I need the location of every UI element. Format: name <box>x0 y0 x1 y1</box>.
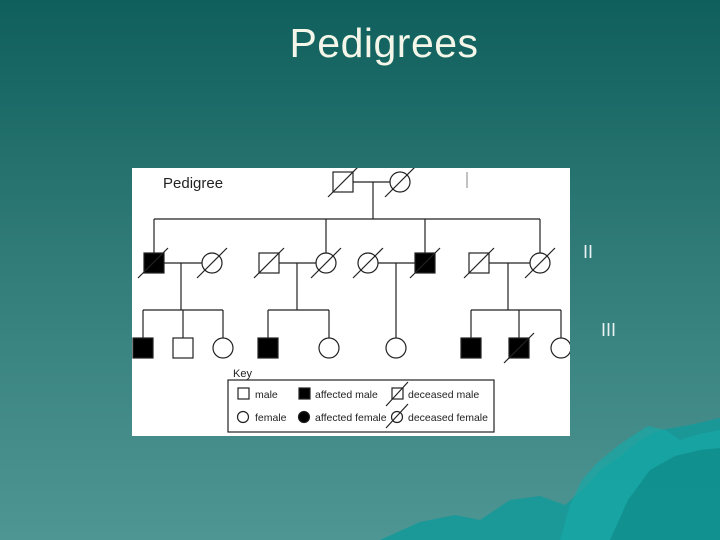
pedigree-chart: Pedigree Key male affected male deceased… <box>132 168 570 436</box>
key-female-icon <box>238 412 249 423</box>
slide-title: Pedigrees <box>0 20 720 67</box>
gen2-affected-male-1 <box>138 248 168 278</box>
gen2-deceased-female-1 <box>197 248 227 278</box>
key-label-deceased-male: deceased male <box>408 389 479 401</box>
key-label-male: male <box>255 389 278 401</box>
gen3-female-9 <box>551 338 570 358</box>
gen3-affected-male-1 <box>133 338 153 358</box>
pedigree-title: Pedigree <box>163 175 223 192</box>
key-label-female: female <box>255 412 287 424</box>
key-label-affected-female: affected female <box>315 412 387 424</box>
gen1-deceased-female <box>385 168 415 197</box>
generation-label-iii: III <box>601 320 616 341</box>
gen2-deceased-female-2 <box>311 248 341 278</box>
key-affected-female-icon <box>299 412 310 423</box>
pedigree-figure: Pedigree Key male affected male deceased… <box>132 168 570 436</box>
key-label-affected-male: affected male <box>315 389 378 401</box>
key-title: Key <box>233 368 252 380</box>
generation-label-ii: II <box>583 242 593 263</box>
key-male-icon <box>238 388 249 399</box>
gen3-female-3 <box>213 338 233 358</box>
gen2-deceased-female-4 <box>525 248 555 278</box>
gen3-affected-male-7 <box>461 338 481 358</box>
gen2-affected-male-3 <box>410 248 440 278</box>
key-box <box>228 380 494 432</box>
gen3-deceased-affected-male-8 <box>504 333 534 363</box>
gen3-male-2 <box>173 338 193 358</box>
gen3-female-5 <box>319 338 339 358</box>
key-affected-male-icon <box>299 388 310 399</box>
key-label-deceased-female: deceased female <box>408 412 488 424</box>
gen3-female-6 <box>386 338 406 358</box>
gen3-affected-male-4 <box>258 338 278 358</box>
